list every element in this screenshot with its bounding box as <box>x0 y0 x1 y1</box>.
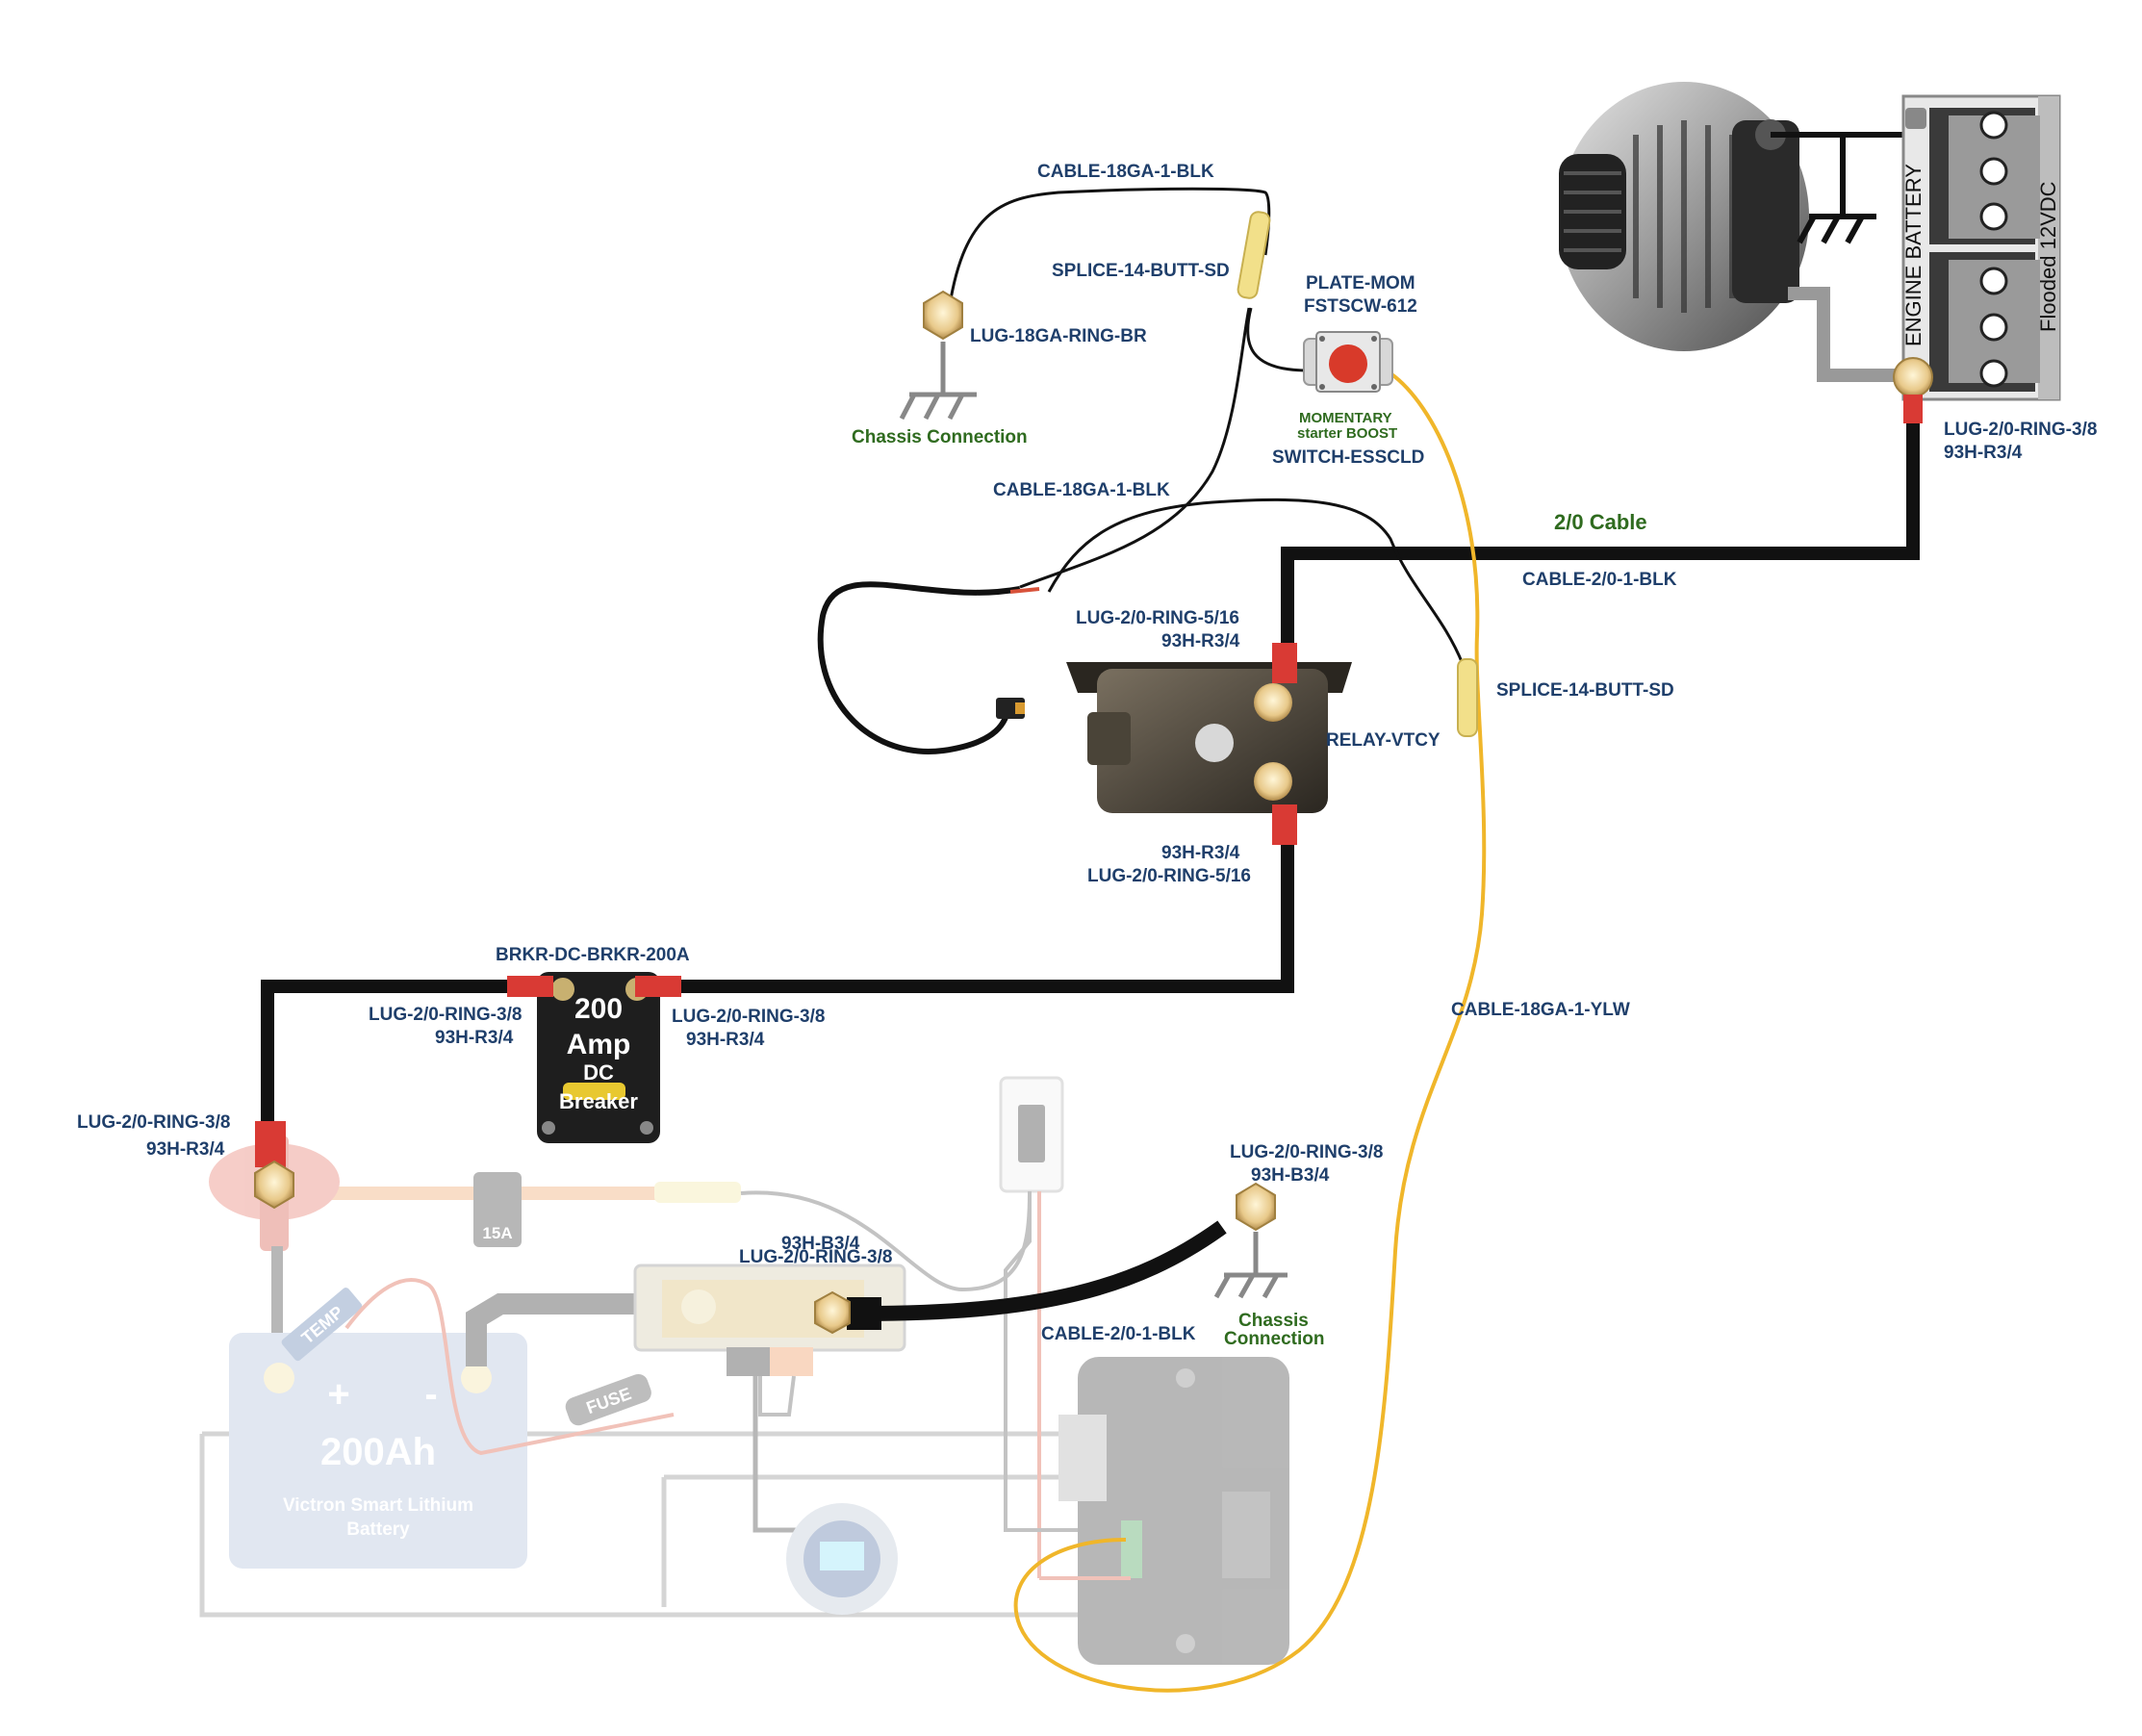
battery-monitor <box>786 1503 898 1615</box>
breaker-text-3: DC <box>583 1060 614 1085</box>
engine-battery-lug <box>1893 357 1933 397</box>
label-lug-18ga: LUG-18GA-RING-BR <box>970 326 1147 346</box>
chassis-ground-bottom-icon <box>1213 1232 1288 1299</box>
label-lug-eng-1: LUG-2/0-RING-3/8 <box>1944 420 2097 440</box>
label-breaker-lug-left-1: LUG-2/0-RING-3/8 <box>369 1005 522 1025</box>
cable-2-0-relay-breaker <box>664 837 1294 993</box>
label-breaker-lug-right-2: 93H-R3/4 <box>686 1030 765 1050</box>
chassis-lug-hex-icon <box>1236 1182 1276 1232</box>
label-splice-mid: SPLICE-14-BUTT-SD <box>1496 680 1674 701</box>
relay-lug-bottom-sleeve <box>1272 804 1297 845</box>
label-switch: SWITCH-ESSCLD <box>1272 447 1424 468</box>
engine-battery: ENGINE BATTERY Flooded 12VDC <box>1901 94 2061 401</box>
fuse-15a <box>473 1172 522 1247</box>
label-chassis-top: Chassis Connection <box>852 427 1028 447</box>
wall-switch <box>999 1076 1064 1193</box>
battery-capacity: 200Ah <box>320 1431 436 1473</box>
label-plate-mom-2: FSTSCW-612 <box>1304 296 1417 317</box>
fuse-15a-label: 15A <box>482 1224 512 1242</box>
engine-battery-lug-sleeve <box>1903 395 1923 423</box>
splice-top <box>1237 211 1271 299</box>
label-lug-left-2: 93H-R3/4 <box>146 1139 225 1160</box>
label-shunt-lug-1: 93H-B3/4 <box>781 1234 860 1254</box>
cable-2-0-shunt-chassis <box>860 1220 1227 1321</box>
label-relay: RELAY-VTCY <box>1326 730 1441 751</box>
relay-harness <box>817 581 1040 754</box>
label-relay-lug-bot-1: 93H-R3/4 <box>1161 843 1240 863</box>
label-relay-lug-bot-2: LUG-2/0-RING-5/16 <box>1087 866 1251 886</box>
breaker-text-4: Breaker <box>559 1089 638 1113</box>
breaker-text-1: 200 <box>574 993 623 1025</box>
engine-battery-label: ENGINE BATTERY <box>1901 164 1925 346</box>
wire-relay-trigger <box>1047 498 1465 665</box>
label-splice-top: SPLICE-14-BUTT-SD <box>1052 261 1230 281</box>
label-cable-18ga-top: CABLE-18GA-1-BLK <box>1037 162 1214 182</box>
relay-terminal-top <box>1254 683 1292 722</box>
label-chassis-bot-1: Chassis <box>1238 1311 1309 1331</box>
label-plate-mom-1: PLATE-MOM <box>1306 273 1415 294</box>
orion-charger <box>1058 1357 1289 1665</box>
splice-middle <box>1457 658 1478 737</box>
label-cable-20-blk-bot: CABLE-2/0-1-BLK <box>1041 1324 1196 1344</box>
battery-minus: - <box>424 1373 437 1416</box>
label-breaker-lug-right-1: LUG-2/0-RING-3/8 <box>672 1007 825 1027</box>
label-momentary-2: starter BOOST <box>1297 425 1397 442</box>
busbar-lug-sleeve <box>255 1121 286 1167</box>
alternator <box>1559 82 1809 351</box>
label-momentary-1: MOMENTARY <box>1299 410 1392 426</box>
wire-18ga-harness <box>1019 307 1251 589</box>
label-shunt-lug-2: LUG-2/0-RING-3/8 <box>739 1247 892 1267</box>
busbar-lug-hex-icon <box>254 1160 294 1210</box>
battery-plus: + <box>327 1373 349 1416</box>
battery-name: Victron Smart Lithium <box>283 1495 473 1516</box>
label-cable-18ga-mid: CABLE-18GA-1-BLK <box>993 480 1170 500</box>
label-breaker-lug-left-2: 93H-R3/4 <box>435 1028 514 1048</box>
engine-battery-type: Flooded 12VDC <box>2036 181 2060 332</box>
cable-2-0-breaker-busbar <box>261 980 524 1131</box>
label-relay-lug-top-2: 93H-R3/4 <box>1161 631 1240 651</box>
alternator-ground-icon <box>1771 132 1910 244</box>
lug-18ga-hex-icon <box>923 290 963 341</box>
cable-18ga-yellow <box>1013 371 1487 1693</box>
label-cable-20-blk-top: CABLE-2/0-1-BLK <box>1522 570 1677 590</box>
dc-breaker: 200 Amp DC Breaker <box>537 972 660 1143</box>
label-cable-18ga-ylw: CABLE-18GA-1-YLW <box>1451 1000 1630 1020</box>
label-lug-chassis-2: 93H-B3/4 <box>1251 1165 1330 1186</box>
relay <box>1066 662 1352 813</box>
wire-18ga-chassis <box>946 187 1271 319</box>
breaker-lug-right-sleeve <box>635 976 681 997</box>
label-cable-20-title: 2/0 Cable <box>1554 510 1647 534</box>
label-lug-left-1: LUG-2/0-RING-3/8 <box>77 1112 230 1133</box>
faded-house-system: 15A + - 200Ah Victron Smart Lithium Batt… <box>199 1076 1289 1665</box>
alternator-output-wire <box>1788 287 1896 382</box>
momentary-switch-button[interactable] <box>1303 331 1393 393</box>
shunt-lug-hex-icon <box>814 1290 851 1335</box>
breaker-lug-left-sleeve <box>507 976 553 997</box>
battery-name-2: Battery <box>346 1519 410 1540</box>
chassis-ground-top-icon <box>899 342 977 421</box>
label-lug-eng-2: 93H-R3/4 <box>1944 443 2023 463</box>
label-lug-chassis-1: LUG-2/0-RING-3/8 <box>1230 1142 1383 1162</box>
breaker-text-2: Amp <box>567 1029 631 1060</box>
relay-terminal-bottom <box>1254 762 1292 801</box>
label-chassis-bot-2: Connection <box>1224 1329 1325 1349</box>
lithium-battery: + - 200Ah Victron Smart Lithium Battery <box>229 1333 527 1569</box>
wire-splice-switch <box>1246 307 1310 372</box>
relay-lug-top-sleeve <box>1272 643 1297 683</box>
shunt-lug-sleeve <box>847 1297 881 1330</box>
label-relay-lug-top-1: LUG-2/0-RING-5/16 <box>1076 608 1239 628</box>
label-breaker: BRKR-DC-BRKR-200A <box>496 945 690 965</box>
cable-2-0-top <box>1281 409 1920 659</box>
